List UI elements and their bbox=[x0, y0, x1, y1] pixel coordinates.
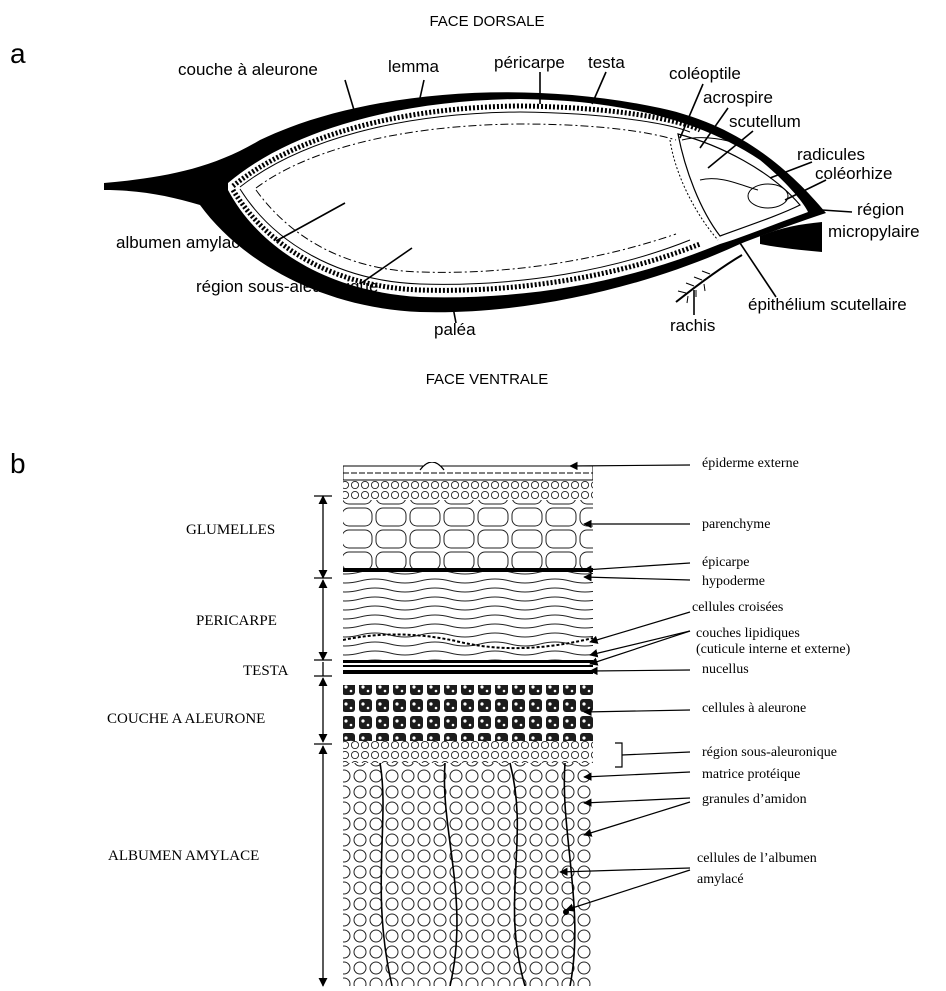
label-glumelles: GLUMELLES bbox=[186, 522, 275, 538]
panel-b-brackets bbox=[314, 496, 332, 986]
label-pericarpe-b: PERICARPE bbox=[196, 613, 277, 629]
label-cellules-aleurone: cellules à aleurone bbox=[702, 701, 806, 716]
label-nucellus: nucellus bbox=[702, 662, 749, 677]
label-cellules-albumen-2: amylacé bbox=[697, 872, 744, 887]
label-matrice: matrice protéique bbox=[702, 767, 800, 782]
label-albumen-b: ALBUMEN AMYLACE bbox=[108, 848, 259, 864]
label-couche-aleurone: couche à aleurone bbox=[178, 60, 318, 79]
label-coleoptile: coléoptile bbox=[669, 64, 741, 83]
label-epicarpe: épicarpe bbox=[702, 555, 749, 570]
face-dorsale-heading: FACE DORSALE bbox=[429, 13, 544, 30]
label-parenchyme: parenchyme bbox=[702, 517, 770, 532]
label-region-micropylaire-2: micropylaire bbox=[828, 222, 920, 241]
label-region-sous-b: région sous-aleuronique bbox=[702, 745, 837, 760]
label-testa: testa bbox=[588, 53, 625, 72]
label-epiderme: épiderme externe bbox=[702, 456, 799, 471]
label-palea: paléa bbox=[434, 320, 476, 339]
label-couches-lipidiques-1: couches lipidiques bbox=[696, 626, 800, 641]
panel-a-letter: a bbox=[10, 38, 26, 69]
label-acrospire: acrospire bbox=[703, 88, 773, 107]
tissue-section bbox=[343, 462, 593, 986]
label-lemma: lemma bbox=[388, 57, 440, 76]
label-couche-b: COUCHE A ALEURONE bbox=[107, 711, 265, 727]
label-albumen-amylace: albumen amylacé bbox=[116, 233, 249, 252]
label-pericarpe: péricarpe bbox=[494, 53, 565, 72]
face-ventrale-heading: FACE VENTRALE bbox=[426, 371, 549, 388]
panel-b-left-labels: GLUMELLES PERICARPE TESTA COUCHE A ALEUR… bbox=[107, 522, 289, 864]
label-couches-lipidiques-2: (cuticule interne et externe) bbox=[696, 642, 851, 657]
label-region-micropylaire-1: région bbox=[857, 200, 904, 219]
label-cellules-croisees: cellules croisées bbox=[692, 600, 783, 615]
label-rachis: rachis bbox=[670, 316, 715, 335]
panel-b-letter: b bbox=[10, 448, 26, 479]
label-testa-b: TESTA bbox=[243, 663, 289, 679]
label-radicules: radicules bbox=[797, 145, 865, 164]
label-granules: granules d’amidon bbox=[702, 792, 807, 807]
label-scutellum: scutellum bbox=[729, 112, 801, 131]
panel-b-right-labels: épiderme externe parenchyme épicarpe hyp… bbox=[692, 456, 851, 887]
label-hypoderme: hypoderme bbox=[702, 574, 765, 589]
label-coleorhize: coléorhize bbox=[815, 164, 893, 183]
label-cellules-albumen-1: cellules de l’albumen bbox=[697, 851, 817, 866]
label-region-sous-aleuronique: région sous-aleuronique bbox=[196, 277, 378, 296]
label-epithelium-scutellaire: épithélium scutellaire bbox=[748, 295, 907, 314]
